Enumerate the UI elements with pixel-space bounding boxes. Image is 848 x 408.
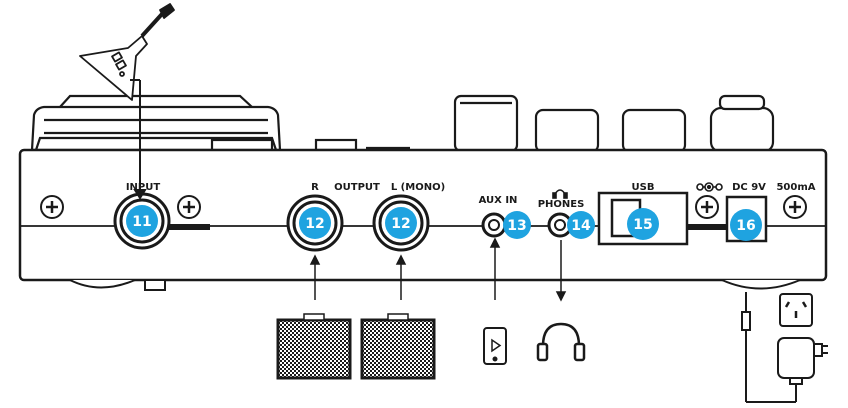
wall-outlet-icon	[779, 293, 813, 327]
callout-16: 16	[736, 218, 755, 234]
screw-icon	[695, 195, 719, 219]
callout-13: 13	[507, 218, 526, 234]
screw-icon	[783, 195, 807, 219]
tablet-icon	[483, 327, 507, 365]
usb-label: USB	[632, 182, 655, 193]
dc-polarity-icon	[696, 182, 723, 192]
callout-12-r: 12	[305, 216, 324, 232]
output-r-label: R	[311, 182, 319, 193]
screws	[40, 195, 807, 219]
dc-power-jack[interactable]	[725, 195, 768, 243]
input-label: INPUT	[126, 182, 161, 193]
knob-3	[621, 108, 687, 154]
ma-label: 500mA	[776, 182, 815, 193]
input-jack[interactable]	[113, 192, 171, 250]
usb-port[interactable]	[597, 191, 689, 246]
callout-14: 14	[571, 218, 591, 234]
headphones-icon	[536, 322, 586, 362]
phones-jack[interactable]	[547, 211, 595, 239]
output-l-label: L (MONO)	[391, 182, 445, 193]
screw-icon	[177, 195, 201, 219]
headphones-icon	[552, 189, 568, 199]
screw-icon	[40, 195, 64, 219]
output-l-jack[interactable]	[372, 194, 430, 252]
callout-15: 15	[633, 217, 652, 233]
phones-arrow	[555, 240, 567, 302]
power-adapter-icon	[777, 337, 828, 385]
callout-12-l: 12	[391, 216, 410, 232]
knob-4	[709, 106, 775, 154]
top-knobs	[453, 94, 775, 154]
pedal-top	[30, 94, 410, 152]
output-label: OUTPUT	[334, 182, 380, 193]
aux-in-label: AUX IN	[479, 195, 518, 206]
speaker-cabinet-icon	[360, 313, 436, 380]
power-cable	[741, 292, 797, 403]
speaker-cabinet-icon	[276, 313, 352, 380]
input-cable	[130, 79, 147, 200]
aux-arrow	[489, 237, 501, 300]
dc-label: DC 9V	[732, 182, 766, 193]
knob-1	[453, 94, 519, 153]
output-r-jack[interactable]	[286, 194, 344, 252]
knob-2	[534, 108, 600, 154]
callout-11: 11	[132, 214, 151, 230]
output-arrows	[309, 254, 407, 300]
guitar-icon	[79, 3, 175, 101]
phones-label: PHONES	[538, 199, 585, 210]
aux-in-jack[interactable]	[481, 211, 531, 239]
